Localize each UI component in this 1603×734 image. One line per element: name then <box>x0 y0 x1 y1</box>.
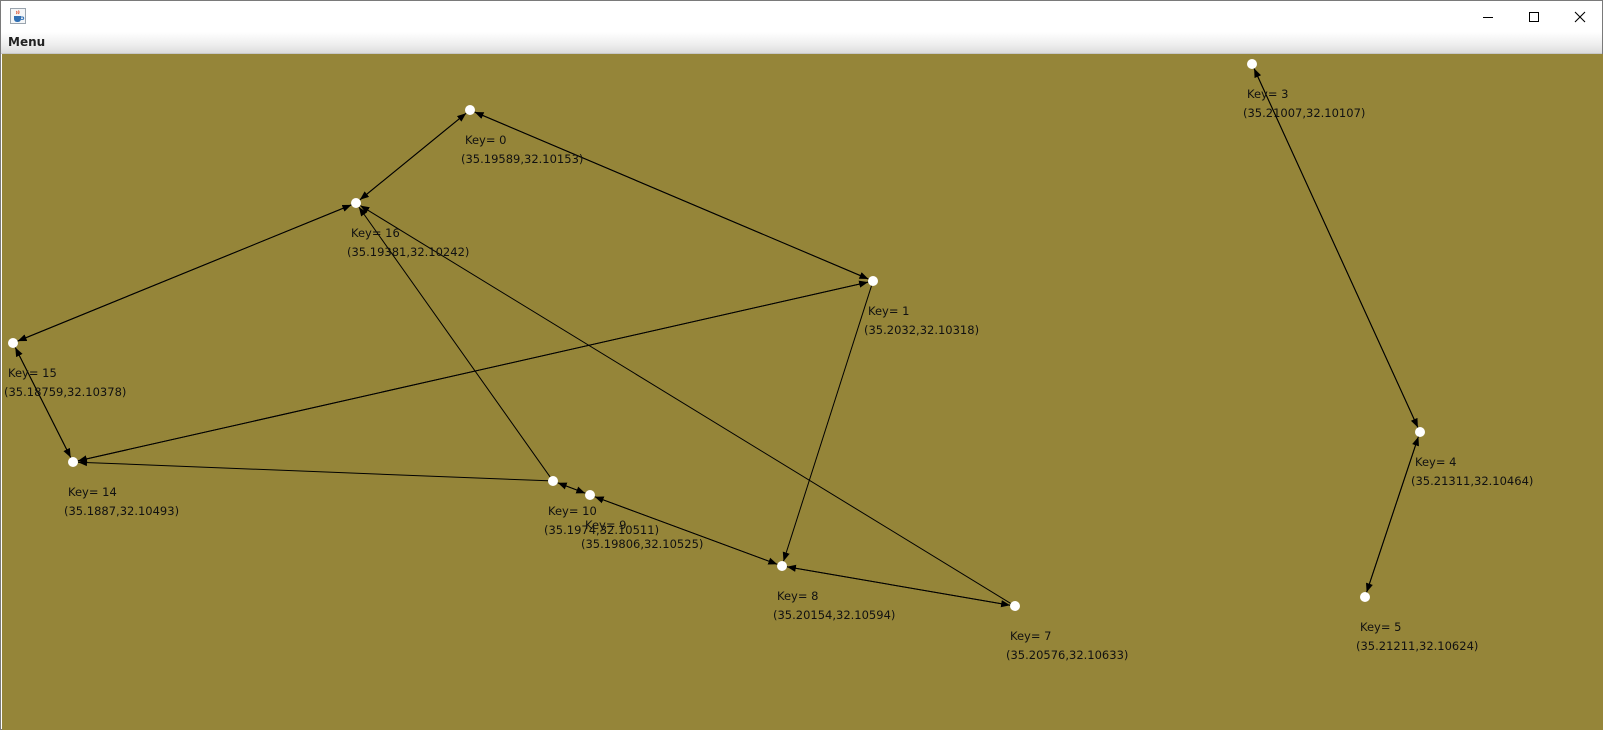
graph-node-14[interactable]: Key= 14 (35.1887,32.10493) <box>64 457 179 518</box>
node-coordinates-label: (35.19589,32.10153) <box>461 152 583 166</box>
node-coordinates-label: (35.20154,32.10594) <box>773 608 895 622</box>
graph-node-8[interactable]: Key= 8 (35.20154,32.10594) <box>773 561 895 622</box>
minimize-button[interactable] <box>1465 1 1511 32</box>
nodes-layer: Key= 0 (35.19589,32.10153) Key= 1 (35.2032,… <box>4 59 1533 662</box>
edge-8-to-9 <box>594 496 778 565</box>
java-cup-icon <box>10 8 26 24</box>
node-key-label: Key= 9 <box>585 518 626 532</box>
minimize-icon <box>1483 16 1493 18</box>
edge-4-to-3 <box>1253 68 1419 428</box>
node-coordinates-label: (35.19381,32.10242) <box>347 245 469 259</box>
menu-bar: Menu <box>1 32 1602 54</box>
menu-button[interactable]: Menu <box>8 35 46 49</box>
graph-drawing: Key= 0 (35.19589,32.10153) Key= 1 (35.2032,… <box>4 59 1533 662</box>
graph-node-5[interactable]: Key= 5 (35.21211,32.10624) <box>1356 592 1478 653</box>
node-coordinates-label: (35.21311,32.10464) <box>1411 474 1533 488</box>
node-dot[interactable] <box>1010 601 1020 611</box>
node-dot[interactable] <box>68 457 78 467</box>
node-dot[interactable] <box>777 561 787 571</box>
node-key-label: Key= 14 <box>68 485 117 499</box>
close-button[interactable] <box>1557 1 1603 32</box>
node-dot[interactable] <box>1247 59 1257 69</box>
node-coordinates-label: (35.21211,32.10624) <box>1356 639 1478 653</box>
node-key-label: Key= 4 <box>1415 455 1456 469</box>
graph-node-4[interactable]: Key= 4 (35.21311,32.10464) <box>1411 427 1533 488</box>
graph-node-1[interactable]: Key= 1 (35.2032,32.10318) <box>864 276 979 337</box>
graph-node-16[interactable]: Key= 16 (35.19381,32.10242) <box>347 198 469 259</box>
edge-5-to-4 <box>1366 436 1419 593</box>
node-key-label: Key= 8 <box>777 589 818 603</box>
edge-15-to-16 <box>17 204 352 342</box>
node-dot[interactable] <box>548 476 558 486</box>
node-key-label: Key= 15 <box>8 366 57 380</box>
edge-14-to-15 <box>14 347 72 458</box>
graph-node-0[interactable]: Key= 0 (35.19589,32.10153) <box>461 105 583 166</box>
edge-7-to-16 <box>360 205 1011 604</box>
node-key-label: Key= 3 <box>1247 87 1288 101</box>
node-key-label: Key= 10 <box>548 504 597 518</box>
node-dot[interactable] <box>351 198 361 208</box>
edge-7-to-8 <box>786 564 1011 606</box>
maximize-icon <box>1529 11 1539 22</box>
node-coordinates-label: (35.1974,32.10511) <box>544 523 659 537</box>
node-coordinates-label: (35.20576,32.10633) <box>1006 648 1128 662</box>
node-key-label: Key= 0 <box>465 133 506 147</box>
node-coordinates-label: (35.1887,32.10493) <box>64 504 179 518</box>
node-coordinates-label: (35.19806,32.10525) <box>581 537 703 551</box>
node-dot[interactable] <box>1360 592 1370 602</box>
node-dot[interactable] <box>465 105 475 115</box>
node-dot[interactable] <box>868 276 878 286</box>
close-icon <box>1574 11 1586 22</box>
title-bar[interactable] <box>1 1 1602 32</box>
node-key-label: Key= 7 <box>1010 629 1051 643</box>
edge-1-to-8 <box>782 285 872 562</box>
edges-layer <box>14 68 1419 608</box>
node-key-label: Key= 1 <box>868 304 909 318</box>
edge-1-to-0 <box>474 111 869 280</box>
edge-10-to-14 <box>77 458 549 482</box>
graph-canvas[interactable]: Key= 0 (35.19589,32.10153) Key= 1 (35.2032,… <box>2 54 1603 730</box>
maximize-button[interactable] <box>1511 1 1557 32</box>
graph-node-7[interactable]: Key= 7 (35.20576,32.10633) <box>1006 601 1128 662</box>
node-coordinates-label: (35.2032,32.10318) <box>864 323 979 337</box>
graph-node-15[interactable]: Key= 15 (35.18759,32.10378) <box>4 338 126 399</box>
edge-1-to-14 <box>77 281 869 463</box>
edge-10-to-16 <box>358 206 551 478</box>
node-key-label: Key= 16 <box>351 226 400 240</box>
node-dot[interactable] <box>8 338 18 348</box>
node-key-label: Key= 5 <box>1360 620 1401 634</box>
node-dot[interactable] <box>585 490 595 500</box>
graph-node-3[interactable]: Key= 3 (35.21007,32.10107) <box>1243 59 1365 120</box>
node-coordinates-label: (35.18759,32.10378) <box>4 385 126 399</box>
node-dot[interactable] <box>1415 427 1425 437</box>
node-coordinates-label: (35.21007,32.10107) <box>1243 106 1365 120</box>
edge-9-to-10 <box>557 482 586 494</box>
graph-node-10[interactable]: Key= 10 (35.1974,32.10511) <box>544 476 659 537</box>
edge-16-to-0 <box>359 112 467 201</box>
graph-node-9[interactable]: Key= 9 (35.19806,32.10525) <box>581 490 703 551</box>
